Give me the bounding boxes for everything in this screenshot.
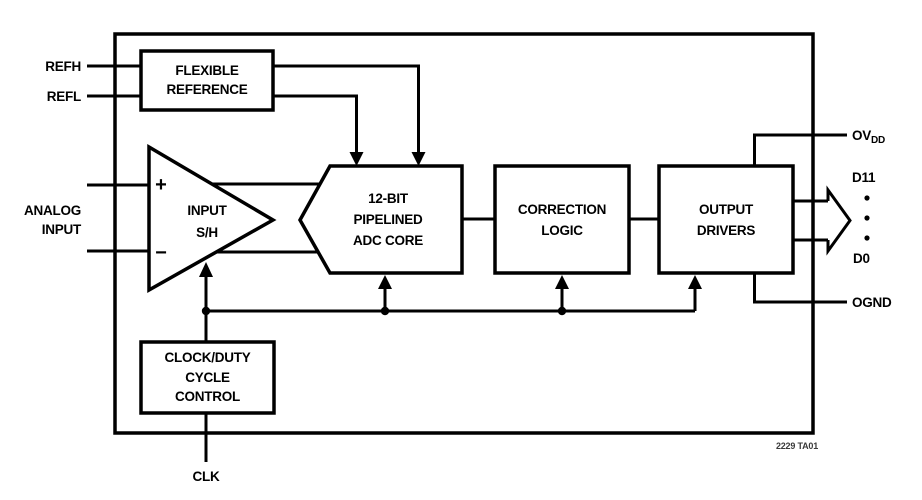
input-sh-line2: S/H	[196, 225, 218, 240]
clock-control-box	[139, 340, 276, 415]
flexible-reference-line2: REFERENCE	[166, 81, 248, 97]
clock-control-line2: CYCLE	[185, 369, 230, 385]
flexible-reference-label: FLEXIBLE REFERENCE	[141, 51, 273, 110]
clock-correction-arrowhead-icon	[555, 275, 569, 289]
flexible-reference-box	[139, 49, 275, 112]
adc-core-label: 12-BIT PIPELINED ADC CORE	[322, 166, 454, 273]
correction-logic-box	[493, 164, 631, 275]
junction-dot	[380, 306, 390, 316]
correction-logic-label: CORRECTION LOGIC	[495, 166, 629, 273]
pin-label-analog-line1: ANALOG	[24, 203, 81, 218]
pin-label-clk: CLK	[192, 469, 220, 484]
clock-sh-arrowhead-icon	[199, 262, 213, 277]
ognd-wire	[753, 272, 847, 304]
pin-label-ovdd: OVDD	[852, 128, 886, 146]
ref-arrowhead-2-icon	[349, 152, 364, 166]
bus-ellipsis-dot	[864, 215, 870, 221]
bus-ellipsis-dot	[864, 235, 870, 241]
output-drivers-label: OUTPUT DRIVERS	[659, 166, 793, 273]
minus-sign: −	[155, 242, 167, 264]
clock-control-label: CLOCK/DUTY CYCLE CONTROL	[141, 342, 274, 413]
output-drivers-box	[657, 164, 795, 275]
pin-label-refl: REFL	[46, 89, 82, 104]
output-drivers-line2: DRIVERS	[696, 222, 756, 238]
ovdd-main-text: OV	[852, 128, 872, 143]
pin-label-ognd: OGND	[852, 295, 892, 310]
ref-to-adc-wire-2	[273, 94, 358, 154]
input-sh-label: INPUT S/H	[167, 200, 247, 244]
input-sh-triangle	[147, 143, 277, 293]
flexible-reference-line1: FLEXIBLE	[175, 63, 239, 78]
pin-label-d0: D0	[853, 251, 870, 266]
pin-label-d11: D11	[852, 170, 876, 185]
adc-core-hexagon	[297, 164, 464, 275]
correction-logic-line2: LOGIC	[541, 222, 583, 238]
data-bus-arrow-icon	[826, 185, 852, 256]
bus-ellipsis-dot	[864, 195, 870, 201]
adc-core-line2: PIPELINED	[353, 212, 423, 227]
junction-dot	[201, 306, 211, 316]
figure-caption: 2229 TA01	[775, 441, 818, 451]
correction-logic-line1: CORRECTION	[517, 201, 607, 217]
ref-arrowhead-1-icon	[411, 152, 426, 166]
pin-label-analog-line2: INPUT	[41, 222, 82, 237]
input-sh-line1: INPUT	[187, 203, 227, 218]
clock-drivers-arrowhead-icon	[688, 275, 702, 289]
ref-to-adc-wire-1	[273, 64, 420, 154]
pin-label-refh: REFH	[45, 59, 81, 74]
output-drivers-line1: OUTPUT	[699, 201, 753, 217]
plus-sign: +	[155, 174, 167, 196]
adc-core-line3: ADC CORE	[352, 233, 423, 248]
clock-control-line1: CLOCK/DUTY	[164, 350, 251, 366]
ovdd-wire	[753, 133, 847, 167]
clock-control-line3: CONTROL	[175, 389, 240, 405]
adc-core-line1: 12-BIT	[368, 191, 408, 206]
ovdd-subscript: DD	[871, 134, 886, 146]
clock-adc-arrowhead-icon	[378, 275, 392, 289]
chip-outline	[113, 32, 815, 435]
junction-dot	[557, 306, 567, 316]
